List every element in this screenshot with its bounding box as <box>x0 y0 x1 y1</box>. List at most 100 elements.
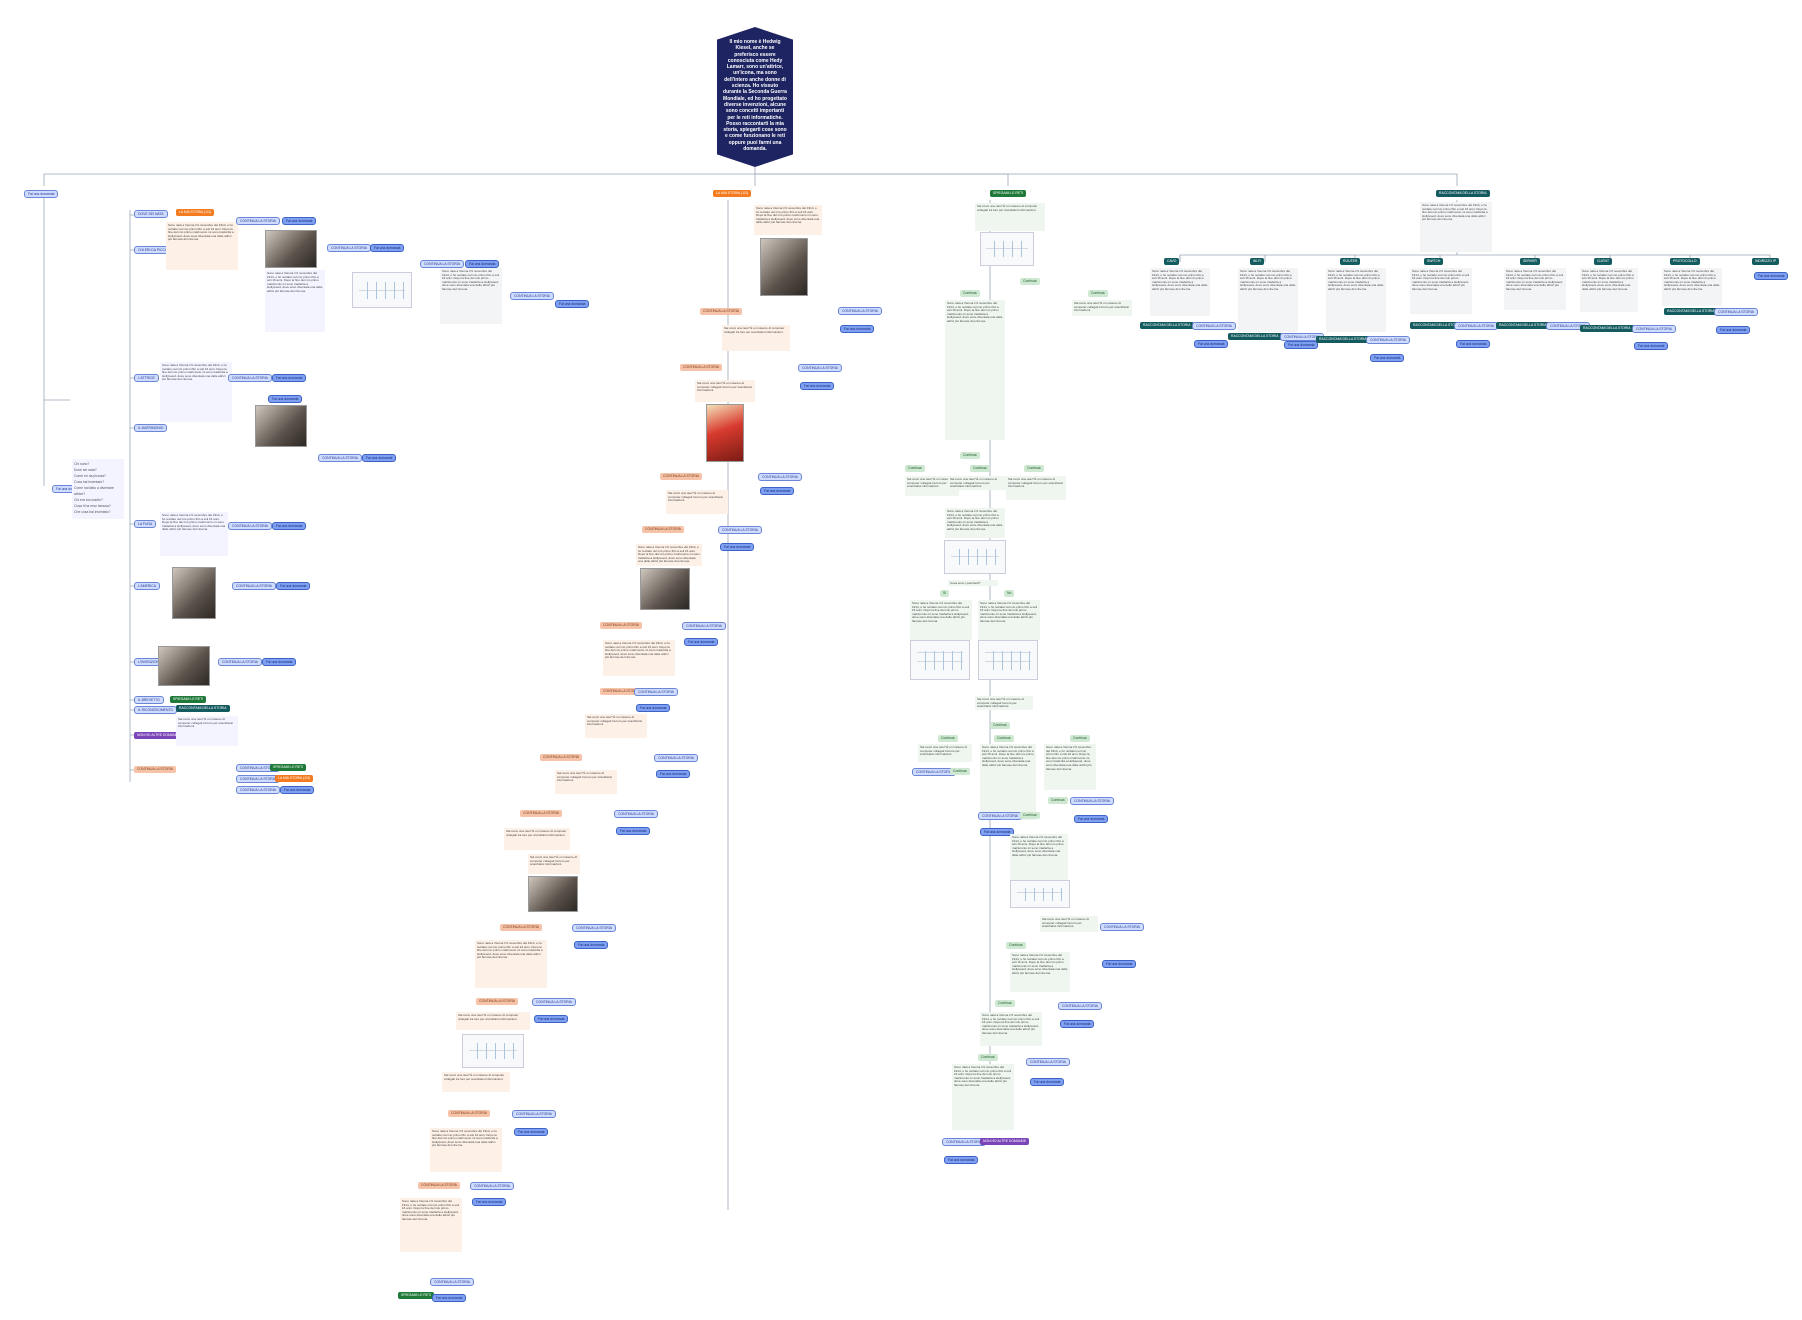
ask-pill[interactable]: Fai una domanda <box>720 543 755 551</box>
continue-tag[interactable]: Continua <box>994 735 1014 742</box>
continue-pill[interactable]: CONTINUA LA STORIA <box>236 775 280 783</box>
question-item[interactable]: Come eri da piccola? <box>74 474 106 478</box>
continue-story-tag[interactable]: CONTINUA LA STORIA <box>418 1182 460 1189</box>
network-category-tag[interactable]: CAVO <box>1164 258 1180 265</box>
ask-pill[interactable]: Fai una domanda <box>276 582 311 590</box>
network-category-tag[interactable]: PROTOCOLLO <box>1670 258 1700 265</box>
ask-pill[interactable]: Fai una domanda <box>1030 1078 1065 1086</box>
question-item[interactable]: Cosa ti ha reso famosa? <box>74 504 111 508</box>
continue-pill[interactable]: CONTINUA LA STORIA <box>1026 1058 1070 1066</box>
ask-pill[interactable]: Fai una domanda <box>432 1294 467 1302</box>
tell-story-tag[interactable]: RACCONTAMI DELLA STORIA <box>1410 322 1464 329</box>
continue-story-tag[interactable]: CONTINUA LA STORIA <box>540 754 582 761</box>
continue-pill[interactable]: CONTINUA LA STORIA <box>1058 1002 1102 1010</box>
continue-pill[interactable]: CONTINUA LA STORIA <box>758 473 802 481</box>
no-tag[interactable]: No <box>1004 590 1015 597</box>
continue-pill[interactable]: CONTINUA LA STORIA <box>470 1182 514 1190</box>
tell-story-tag[interactable]: RACCONTAMI DELLA STORIA <box>1140 322 1194 329</box>
continue-pill[interactable]: CONTINUA LA STORIA <box>682 622 726 630</box>
ask-pill[interactable]: Fai una domanda <box>1060 1020 1095 1028</box>
continue-pill[interactable]: CONTINUA LA STORIA <box>218 658 262 666</box>
ask-pill[interactable]: Fai una domanda <box>272 522 307 530</box>
continue-pill[interactable]: CONTINUA LA STORIA <box>236 217 280 225</box>
tell-story-tag[interactable]: RACCONTAMI DELLA STORIA <box>1228 333 1282 340</box>
continue-story-tag[interactable]: CONTINUA LA STORIA <box>448 1110 490 1117</box>
ask-pill[interactable]: Fai una domanda <box>980 828 1015 836</box>
tell-story-tag[interactable]: RACCONTAMI DELLA STORIA <box>1580 325 1634 332</box>
question-item[interactable]: Come hai fatto a diventare attrice? <box>74 486 114 496</box>
ask-pill[interactable]: Fai una domanda <box>465 260 500 268</box>
continue-story-tag[interactable]: CONTINUA LA STORIA <box>500 924 542 931</box>
ask-pill[interactable]: Fai una domanda <box>280 786 315 794</box>
continue-tag[interactable]: Continua <box>905 465 925 472</box>
continue-pill[interactable]: CONTINUA LA STORIA <box>1070 797 1114 805</box>
continue-pill[interactable]: CONTINUA LA STORIA <box>614 810 658 818</box>
branch-tag[interactable]: IL MATRIMONIO <box>134 424 168 432</box>
tell-story-tag[interactable]: RACCONTAMI DELLA STORIA <box>1316 336 1370 343</box>
ask-pill[interactable]: Fai una domanda <box>636 704 671 712</box>
branch-tag[interactable]: L'AMERICA <box>134 582 160 590</box>
continue-tag[interactable]: Continua <box>1088 290 1108 297</box>
continue-pill[interactable]: CONTINUA LA STORIA <box>532 998 576 1006</box>
ask-pill[interactable]: Fai una domanda <box>262 658 297 666</box>
ask-pill[interactable]: Fai una domanda <box>1634 342 1669 350</box>
continue-pill[interactable]: CONTINUA LA STORIA <box>798 364 842 372</box>
question-item[interactable]: Che cosa hai inventato? <box>74 510 111 514</box>
tell-story-tag[interactable]: RACCONTAMI DELLA STORIA <box>1664 308 1718 315</box>
branch-tag[interactable]: LA FUGA <box>134 520 157 528</box>
continue-pill[interactable]: CONTINUA LA STORIA <box>1454 322 1498 330</box>
ask-pill[interactable]: Fai una domanda <box>1754 272 1789 280</box>
ask-pill[interactable]: Fai una domanda <box>362 454 397 462</box>
question-item[interactable]: Dove sei nata? <box>74 468 97 472</box>
network-category-tag[interactable]: CLIENT <box>1594 258 1613 265</box>
continue-pill[interactable]: CONTINUA LA STORIA <box>430 1278 474 1286</box>
ask-pill[interactable]: Fai una domanda <box>472 1198 507 1206</box>
continue-tag[interactable]: Continua <box>1070 735 1090 742</box>
network-category-tag[interactable]: WI-FI <box>1250 258 1265 265</box>
continue-story-tag[interactable]: CONTINUA LA STORIA <box>520 810 562 817</box>
tell-story-tag[interactable]: RACCONTAMI DELLA STORIA <box>1496 322 1550 329</box>
ask-pill[interactable]: Fai una domanda <box>370 244 405 252</box>
continue-pill[interactable]: CONTINUA LA STORIA <box>978 812 1022 820</box>
tell-story-tag[interactable]: RACCONTAMI DELLA STORIA <box>1436 190 1490 197</box>
ask-pill[interactable]: Fai una domanda <box>760 487 795 495</box>
continue-tag[interactable]: Continua <box>960 290 980 297</box>
ask-pill[interactable]: Fai una domanda <box>268 395 303 403</box>
continue-pill[interactable]: CONTINUA LA STORIA <box>1632 325 1676 333</box>
continue-tag[interactable]: Continua <box>1020 812 1040 819</box>
ask-pill[interactable]: Fai una domanda <box>1074 815 1109 823</box>
continue-pill[interactable]: CONTINUA LA STORIA <box>838 307 882 315</box>
ask-pill[interactable]: Fai una domanda <box>840 325 875 333</box>
continue-tag[interactable]: Continua <box>938 735 958 742</box>
continue-tag[interactable]: Continua <box>970 465 990 472</box>
ask-pill[interactable]: Fai una domanda <box>1456 340 1491 348</box>
ask-pill[interactable]: Fai una domanda <box>1194 340 1229 348</box>
continue-pill[interactable]: CONTINUA LA STORIA <box>232 582 276 590</box>
ask-pill[interactable]: Fai una domanda <box>684 638 719 646</box>
continue-pill[interactable]: CONTINUA LA STORIA <box>1192 322 1236 330</box>
ask-pill[interactable]: Fai una domanda <box>534 1015 569 1023</box>
continue-story-tag[interactable]: CONTINUA LA STORIA <box>700 308 742 315</box>
continue-tag[interactable]: Continua <box>1024 465 1044 472</box>
continue-pill[interactable]: CONTINUA LA STORIA <box>510 292 554 300</box>
question-item[interactable]: Chi era tuo marito? <box>74 498 103 502</box>
ask-pill[interactable]: Fai una domanda <box>616 827 651 835</box>
continue-pill[interactable]: CONTINUA LA STORIA <box>572 924 616 932</box>
branch-tag[interactable]: L'ATTRICE <box>134 374 159 382</box>
continue-story-tag[interactable]: CONTINUA LA STORIA <box>134 766 176 773</box>
ask-pill[interactable]: Fai una domanda <box>1370 354 1405 362</box>
continue-story-tag[interactable]: CONTINUA LA STORIA <box>642 526 684 533</box>
ask-pill[interactable]: Fai una domanda <box>1716 326 1751 334</box>
continue-pill[interactable]: CONTINUA LA STORIA <box>654 754 698 762</box>
ask-pill[interactable]: Fai una domanda <box>282 217 317 225</box>
branch-tag[interactable]: DOVE SEI NATA <box>134 210 168 218</box>
continue-pill[interactable]: CONTINUA LA STORIA <box>512 1110 556 1118</box>
explain-networks-tag[interactable]: SPIEGAMI LE RETI <box>990 190 1027 197</box>
continue-tag[interactable]: Continua <box>978 1054 998 1061</box>
ask-pill[interactable]: Fai una domanda <box>574 941 609 949</box>
continue-pill[interactable]: CONTINUA LA STORIA <box>327 244 371 252</box>
question-item[interactable]: Cosa hai inventato? <box>74 480 104 484</box>
continue-pill[interactable]: CONTINUA LA STORIA <box>718 526 762 534</box>
networks-tag[interactable]: SPIEGAMI LE RETI <box>398 1292 435 1299</box>
continue-pill[interactable]: CONTINUA LA STORIA <box>236 786 280 794</box>
